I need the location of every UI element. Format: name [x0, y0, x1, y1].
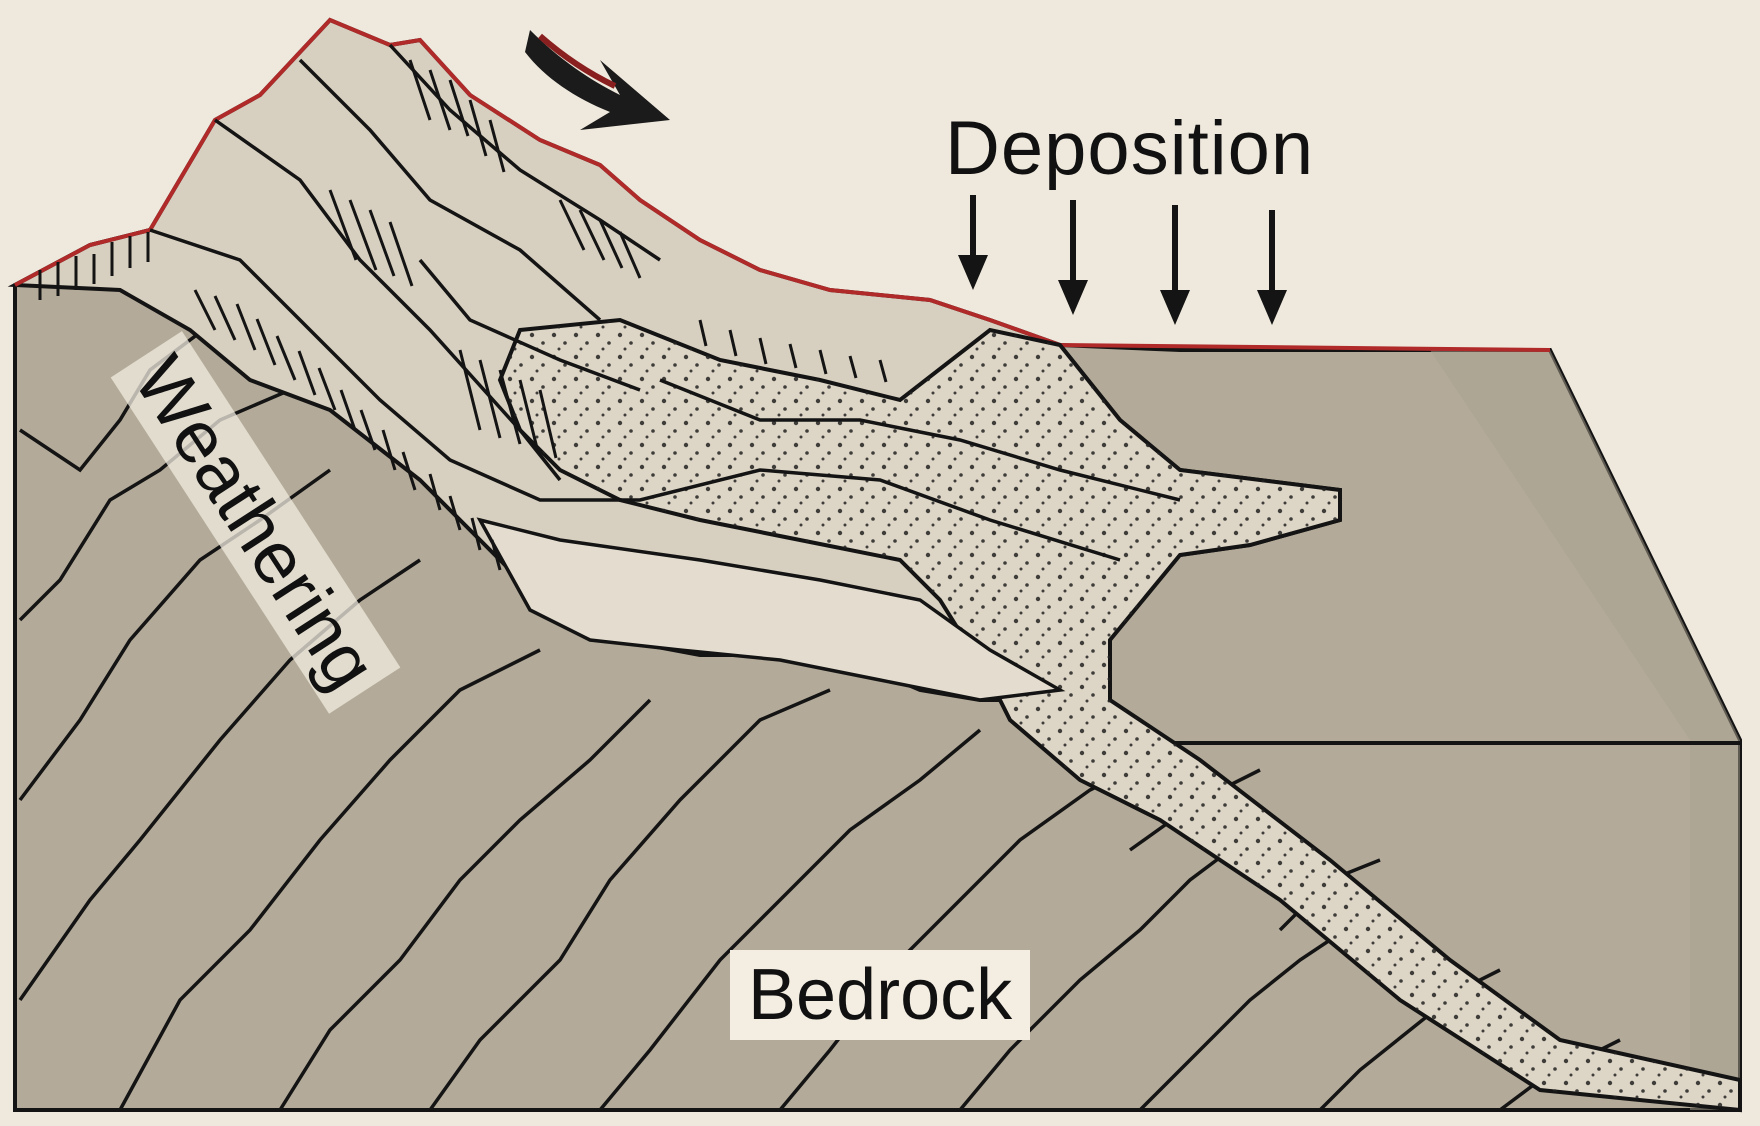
deposition-arrows [958, 195, 1287, 325]
arrow-down-icon [1058, 200, 1088, 315]
deposition-label: Deposition [945, 105, 1314, 192]
curved-arrow-down-right-icon [525, 30, 670, 130]
arrow-down-icon [1160, 205, 1190, 325]
arrow-down-icon [958, 195, 988, 290]
bedrock-label: Bedrock [730, 950, 1030, 1040]
arrow-down-icon [1257, 210, 1287, 325]
